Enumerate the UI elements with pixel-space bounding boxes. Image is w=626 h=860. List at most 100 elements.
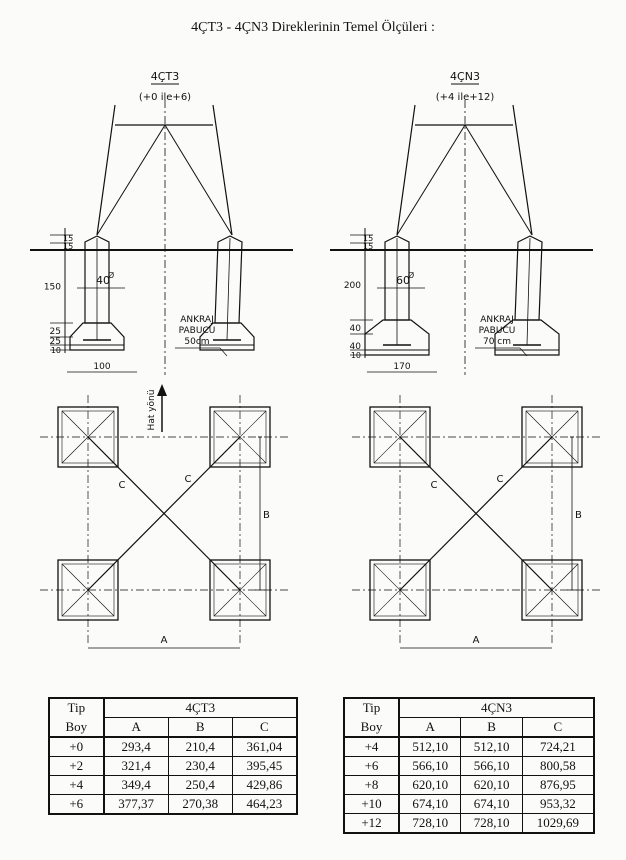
drawing-range: (+4 ile+12) — [436, 92, 495, 103]
table-cell: +12 — [343, 813, 400, 834]
diameter-label: 60 — [396, 274, 410, 287]
dimension-label: 25 — [50, 327, 61, 337]
table-cell: 728,10 — [398, 813, 462, 834]
dimension-label: 15 — [363, 234, 373, 243]
table-cell: 293,4 — [103, 736, 169, 757]
anchor-label: ANKRAJ — [480, 315, 514, 325]
label-c: C — [185, 474, 192, 485]
table-cell: 230,4 — [167, 756, 233, 776]
anchor-rod — [526, 237, 531, 346]
arrow-head-icon — [157, 384, 167, 396]
tower-leg — [96, 104, 116, 236]
table-cell: 728,10 — [460, 813, 523, 834]
base-dimension-label: 100 — [93, 362, 110, 372]
dimension-label: 15 — [63, 234, 73, 243]
dimension-label: 10 — [351, 351, 361, 360]
dimension-label: 200 — [344, 281, 361, 291]
drawing-range: (+0 ile+6) — [139, 92, 191, 103]
diameter-symbol: Ø — [408, 270, 414, 280]
table-cell: 876,95 — [521, 775, 595, 795]
table-cell: 250,4 — [167, 775, 233, 795]
column-header: A — [103, 717, 169, 738]
tower-brace — [396, 124, 466, 236]
row-header: Tip — [343, 697, 400, 718]
tower-leg — [512, 104, 533, 236]
diagonal-c — [399, 436, 553, 591]
base-dimension-label: 170 — [393, 362, 410, 372]
table-cell: 674,10 — [460, 794, 523, 814]
page-title: 4ÇT3 - 4ÇN3 Direklerinin Temel Ölçüleri … — [191, 20, 435, 35]
anchor-label: PABUCU — [479, 326, 516, 336]
table-cell: +0 — [48, 736, 105, 757]
pier — [384, 235, 410, 321]
drawing-title: 4ÇT3 — [151, 70, 179, 83]
anchor-label: 70 cm — [483, 337, 511, 347]
foundation-drawing: 4ÇT3(+0 ile+6)151515025251040Ø100ANKRAJP… — [30, 70, 602, 649]
table-title: 4ÇN3 — [398, 697, 595, 718]
table-cell: 620,10 — [398, 775, 462, 795]
label-b: B — [263, 510, 270, 521]
diagonal-c — [87, 436, 241, 591]
footing-base — [494, 319, 560, 356]
pier — [214, 235, 243, 324]
table-cell: 566,10 — [460, 756, 523, 776]
table-cell: 270,38 — [167, 794, 233, 815]
dimension-label: 15 — [63, 242, 73, 251]
tower-leg — [212, 104, 233, 236]
dimension-label: 40 — [350, 342, 362, 352]
column-header: C — [231, 717, 298, 738]
dimension-label: 25 — [50, 337, 61, 347]
table-cell: 512,10 — [460, 736, 523, 757]
label-c: C — [119, 480, 126, 491]
tower-brace — [164, 124, 233, 236]
table-cell: 512,10 — [398, 736, 462, 757]
label-b: B — [575, 510, 582, 521]
dimension-label: 15 — [363, 242, 373, 251]
table-cell: 953,32 — [521, 794, 595, 814]
footing-base — [199, 322, 255, 351]
row-header: Tip — [48, 697, 105, 718]
pier — [514, 235, 543, 321]
tower-brace — [464, 124, 533, 236]
diameter-symbol: Ø — [108, 270, 114, 280]
anchor-rod — [226, 237, 231, 341]
column-header: A — [398, 717, 462, 738]
table-cell: 464,23 — [231, 794, 298, 815]
table-cell: +4 — [343, 736, 400, 757]
table-cell: +2 — [48, 756, 105, 776]
table-cell: 377,37 — [103, 794, 169, 815]
label-a: A — [161, 635, 168, 646]
table-cell: 210,4 — [167, 736, 233, 757]
tower-leg — [396, 104, 416, 236]
row-header: Boy — [48, 717, 105, 738]
table-cell: 321,4 — [103, 756, 169, 776]
label-c: C — [431, 480, 438, 491]
table-cell: 620,10 — [460, 775, 523, 795]
label-a: A — [473, 635, 480, 646]
table-cell: 1029,69 — [521, 813, 595, 834]
dimension-label: 10 — [51, 346, 61, 355]
drawing-title: 4ÇN3 — [450, 70, 480, 83]
table-cell: +6 — [48, 794, 105, 815]
anchor-label: PABUCU — [179, 326, 216, 336]
table-cell: +8 — [343, 775, 400, 795]
anchor-leader — [219, 347, 228, 357]
table-cell: 395,45 — [231, 756, 298, 776]
column-header: C — [521, 717, 595, 738]
label-c: C — [497, 474, 504, 485]
pier — [84, 235, 110, 324]
anchor-label: ANKRAJ — [180, 315, 214, 325]
anchor-leader — [519, 347, 528, 357]
